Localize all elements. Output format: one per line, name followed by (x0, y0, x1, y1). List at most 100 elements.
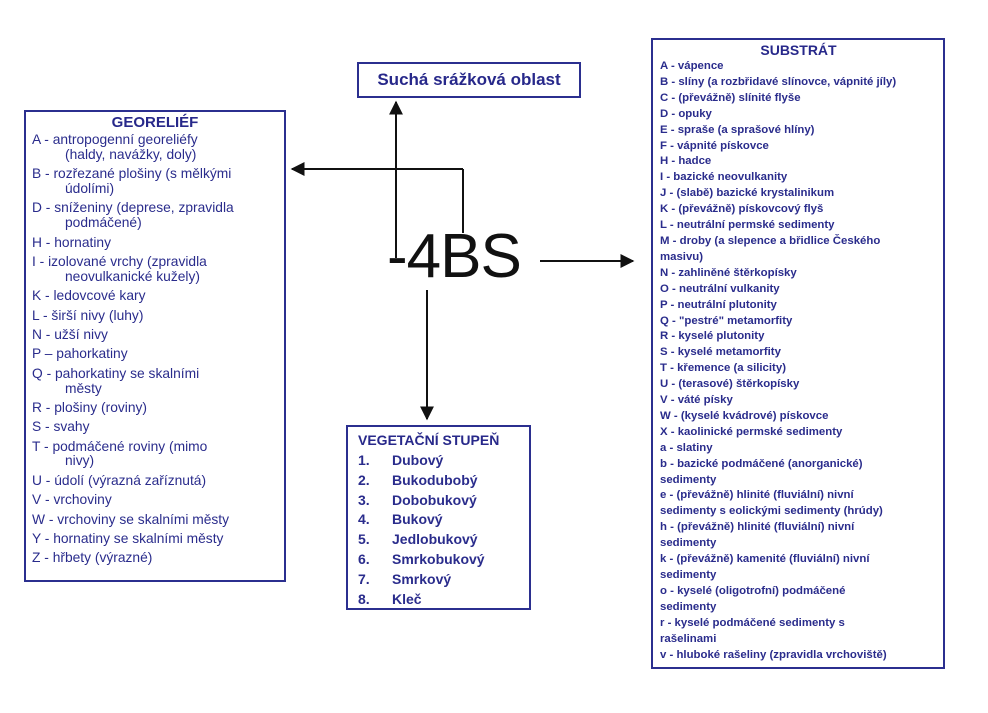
georelief-item-text: R - plošiny (roviny) (32, 399, 147, 415)
substrate-line: B - slíny (a rozbřidavé slínovce, vápnit… (660, 75, 897, 88)
substrate-line: H - hadce (660, 155, 712, 168)
substrate-line: F - vápnité pískovce (660, 139, 769, 152)
vegetation-item: 1. Dubový (358, 451, 523, 471)
substrate-line: R - kyselé plutonity (660, 330, 765, 343)
vegetation-item: 5. Jedlobukový (358, 530, 523, 550)
substrate-line: T - křemence (a silicity) (660, 362, 786, 375)
substrate-line: K - (převážně) pískovcový flyš (660, 203, 824, 216)
substrate-line: rašelinami (660, 632, 717, 645)
georelief-item-text: N - užší nivy (32, 326, 108, 342)
substrate-line: E - spraše (a sprašové hlíny) (660, 123, 815, 136)
vegetation-box: VEGETAČNÍ STUPEŇ 1. Dubový 2. Bukodubobý 3. D… (346, 425, 531, 610)
substrate-line: I - bazické neovulkanity (660, 171, 788, 184)
georelief-item: W - vrchoviny se skalními městy (32, 512, 278, 528)
substrate-line: L - neutrální permské sedimenty (660, 219, 835, 232)
georelief-item-text: I - izolované vrchy (zpravidla (32, 253, 207, 269)
vegetation-item-label: Smrkobukový (392, 550, 485, 567)
georelief-item: V - vrchoviny (32, 492, 278, 508)
vegetation-item-number: 7. (358, 570, 370, 587)
vegetation-item-number: 3. (358, 491, 370, 508)
georelief-item: U - údolí (výrazná zaříznutá) (32, 472, 278, 489)
vegetation-item-number: 8. (358, 590, 370, 607)
vegetation-title: VEGETAČNÍ STUPEŇ (358, 432, 500, 448)
georelief-item-text: Z - hřbety (výrazné) (32, 550, 153, 566)
georelief-item-text: Q - pahorkatiny se skalními (32, 365, 200, 381)
substrate-line: U - (terasové) štěrkopísky (660, 378, 800, 391)
substrate-line: Q - "pestré" metamorfity (660, 314, 793, 327)
substrate-line: sedimenty s eolickými sedimenty (hrúdy) (660, 505, 883, 518)
georelief-title: GEORELIÉF (111, 114, 199, 131)
substrate-title: SUBSTRÁT (760, 42, 837, 58)
substrate-line: N - zahliněné štěrkopísky (660, 266, 797, 279)
vegetation-item: 3. Dobobukový (358, 491, 523, 511)
vegetation-item-label: Kleč (392, 590, 422, 607)
georelief-item-text: K - ledovcové kary (32, 288, 146, 304)
substrate-line: h - (převážně) hlinité (fluviální) nivní (660, 521, 855, 534)
georelief-item-continuation: městy (65, 380, 102, 396)
substrate-line: v - hluboké rašeliny (zpravidla vrchoviš… (660, 648, 887, 661)
georelief-item-text: V - vrchoviny (32, 492, 112, 508)
georelief-item-text: H - hornatiny (32, 234, 111, 250)
georelief-item-continuation: podmáčené) (65, 215, 142, 231)
georelief-item: A - antropogenní georeliéfy(haldy, naváž… (32, 132, 278, 163)
substrate-line: D - opuky (660, 107, 712, 120)
vegetation-item-number: 4. (358, 511, 370, 528)
georelief-item: K - ledovcové kary (32, 288, 278, 304)
georelief-item-continuation: neovulkanické kužely) (65, 268, 200, 284)
vegetation-item-number: 5. (358, 531, 370, 548)
georelief-item-text: U - údolí (výrazná zaříznutá) (32, 472, 207, 488)
georelief-item-text: T - podmáčené roviny (mimo (32, 438, 208, 454)
georelief-item: N - užší nivy (32, 326, 278, 343)
substrate-line: masivu) (660, 250, 704, 263)
georelief-item-text: P – pahorkatiny (32, 346, 128, 362)
vegetation-item-label: Dubový (392, 452, 444, 468)
vegetation-item-number: 2. (358, 471, 370, 488)
vegetation-item-label: Bukodubobý (392, 471, 478, 488)
vegetation-item: 6.Smrkobukový (358, 550, 523, 570)
top-box-title: Suchá srážková oblast (377, 70, 561, 89)
substrate-line: J - (slabě) bazické krystalinikum (660, 187, 835, 200)
vegetation-item-label: Smrkový (392, 570, 452, 587)
substrate-line: W - (kyselé kvádrové) pískovce (660, 409, 829, 422)
dry-precipitation-box: Suchá srážková oblast (357, 62, 581, 98)
vegetation-item: 4.Bukový (358, 510, 523, 530)
substrate-line: O - neutrální vulkanity (660, 282, 780, 295)
georelief-item: H - hornatiny (32, 234, 278, 251)
substrate-line: r - kyselé podmáčené sedimenty s (660, 616, 845, 629)
substrate-line: b - bazické podmáčené (anorganické) (660, 457, 863, 470)
vegetation-item-label: Dobobukový (392, 491, 477, 508)
georelief-item: S - svahy (32, 419, 278, 435)
substrate-line: S - kyselé metamorfity (660, 346, 781, 359)
substrate-line: k - (převážně) kamenité (fluviální) nivn… (660, 553, 870, 566)
georelief-item: L - širší nivy (luhy) (32, 308, 278, 324)
substrate-line: M - droby (a slepence a břidlice Českého (660, 234, 881, 247)
code-label: -4BS (387, 222, 522, 291)
georelief-item-continuation: nivy) (65, 453, 95, 469)
substrate-line: C - (převážně) slínité flyše (660, 91, 801, 104)
substrate-line: e - (převážně) hlinité (fluviální) nivní (660, 489, 854, 502)
georelief-item-continuation: údolími) (65, 180, 115, 196)
substrate-line: a - slatiny (660, 441, 713, 454)
georelief-item-text: A - antropogenní georeliéfy (32, 132, 198, 147)
vegetation-item-label: Jedlobukový (392, 531, 478, 548)
substrate-line: A - vápence (660, 60, 724, 72)
substrate-line: sedimenty (660, 473, 717, 486)
georelief-item-text: Y - hornatiny se skalními městy (32, 531, 224, 547)
substrate-box: SUBSTRÁT A - vápence B - slíny (a rozbřid… (651, 38, 945, 669)
georelief-list: A - antropogenní georeliéfy(haldy, naváž… (32, 132, 278, 566)
vegetation-item-number: 1. (358, 452, 370, 468)
vegetation-list: 1. Dubový 2. Bukodubobý 3. Dobobukový 4.Bukový… (358, 451, 523, 609)
substrate-line: o - kyselé (oligotrofní) podmáčené (660, 584, 846, 597)
substrate-line: X - kaolinické permské sedimenty (660, 425, 843, 438)
georelief-item: R - plošiny (roviny) (32, 399, 278, 416)
georelief-item: Z - hřbety (výrazné) (32, 551, 278, 566)
georelief-item-text: D - sníženiny (deprese, zpravidla (32, 200, 234, 216)
substrate-line: V - váté písky (660, 394, 733, 407)
vegetation-item: 2. Bukodubobý (358, 471, 523, 491)
georelief-item: P – pahorkatiny (32, 346, 278, 362)
